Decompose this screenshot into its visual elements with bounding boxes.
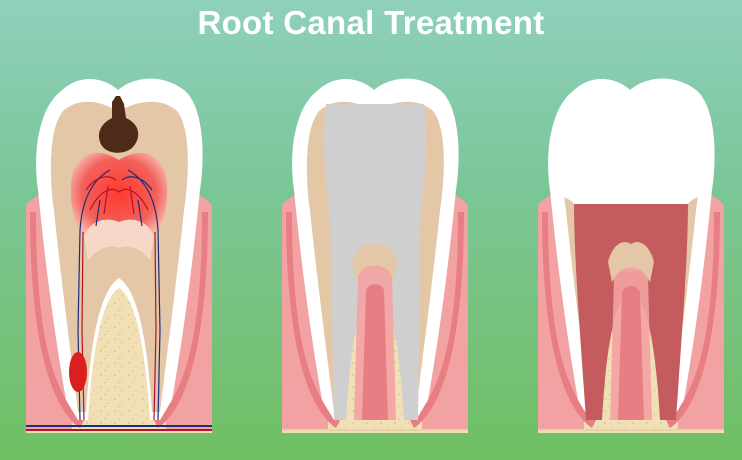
root-tip-gum-core	[618, 286, 644, 420]
gum-lining	[30, 212, 84, 428]
panel-crown-placed	[538, 78, 724, 433]
root-canal-arch	[84, 219, 154, 260]
gum-lining	[542, 212, 596, 428]
crown-core	[578, 104, 684, 202]
root-canal-filling	[574, 200, 688, 420]
root-tip-gum-core	[362, 284, 388, 420]
infected-pulp	[70, 152, 168, 243]
gum-lining	[286, 212, 340, 428]
panel-cleaned-canal	[282, 78, 468, 433]
gum-lining-right	[154, 212, 208, 428]
gum-lining-right	[410, 212, 464, 428]
nerve-vessels	[77, 169, 161, 421]
jaw-nerve-lines	[26, 425, 212, 431]
abscess	[69, 352, 87, 392]
gum-lining-right	[666, 212, 720, 428]
page-title: Root Canal Treatment	[197, 4, 545, 41]
tooth-decay-cavity	[98, 96, 139, 153]
panel-infected-tooth	[26, 78, 212, 433]
